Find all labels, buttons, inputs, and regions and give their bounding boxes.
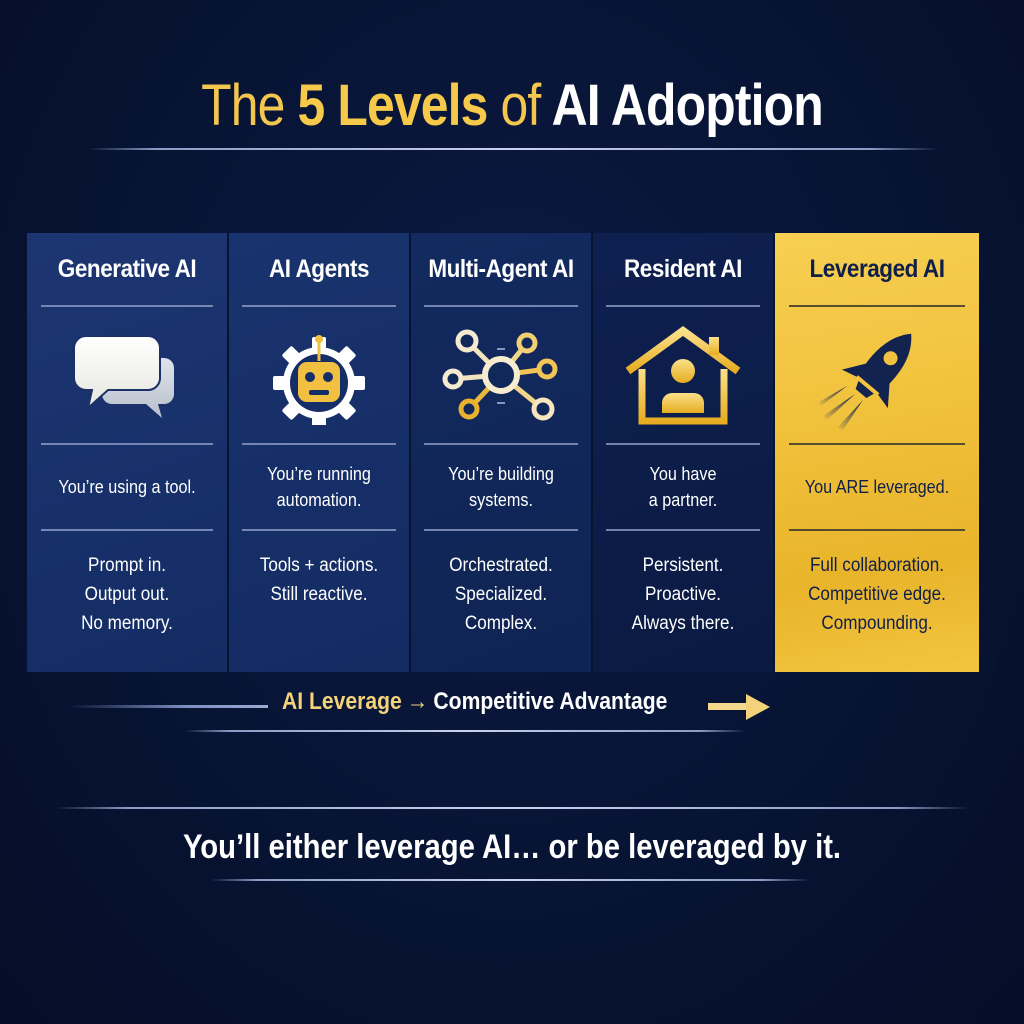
closing-quote: You’ll either leverage AI… or be leverag… <box>182 828 842 866</box>
tagline-text: AI Leverage→Competitive Advantage <box>282 688 667 716</box>
divider <box>241 305 397 307</box>
divider <box>789 305 965 307</box>
tagline-left: AI Leverage <box>282 688 402 715</box>
level-details: Tools + actions. Still reactive. <box>259 555 379 605</box>
tagline-right: Competitive Advantage <box>433 688 668 715</box>
level-card-leveraged-ai: Leveraged AI You ARE leveraged. <box>775 233 979 672</box>
level-title: Resident AI <box>623 254 742 283</box>
divider <box>605 529 761 531</box>
divider <box>241 529 397 531</box>
divider <box>423 443 579 445</box>
house-person-icon <box>593 307 773 443</box>
divider <box>605 305 761 307</box>
divider <box>605 443 761 445</box>
rocket-icon <box>775 307 979 443</box>
level-card-ai-agents: AI Agents <box>229 233 409 672</box>
divider <box>41 305 213 307</box>
levels-grid: Generative AI You’re using a tool. Promp… <box>27 233 997 672</box>
quote-bottom-rule <box>210 879 810 881</box>
level-card-resident-ai: Resident AI You have a partner. Persiste… <box>593 233 773 672</box>
chat-bubbles-icon <box>27 307 227 443</box>
level-title: AI Agents <box>268 254 370 283</box>
title-part-the: The <box>201 73 285 138</box>
divider <box>241 443 397 445</box>
level-details: Orchestrated. Specialized. Complex. <box>449 555 553 634</box>
title-part-ai-adoption: AI Adoption <box>551 73 824 138</box>
level-details: Full collaboration. Competitive edge. Co… <box>808 555 946 634</box>
level-lead: You’re running automation. <box>267 464 371 510</box>
tagline: AI Leverage→Competitive Advantage <box>0 688 1024 720</box>
level-title: Multi-Agent AI <box>428 254 574 283</box>
arrow-right-icon: → <box>407 688 429 715</box>
title-part-of: of <box>500 73 542 138</box>
level-card-multi-agent-ai: Multi-Agent AI <box>411 233 591 672</box>
title-part-levels: 5 Levels <box>297 73 489 138</box>
divider <box>423 305 579 307</box>
divider <box>423 529 579 531</box>
level-details: Persistent. Proactive. Always there. <box>631 555 735 634</box>
tagline-bar <box>68 705 268 708</box>
level-lead: You’re building systems. <box>448 464 554 510</box>
level-details: Prompt in. Output out. No memory. <box>81 555 173 634</box>
divider <box>789 443 965 445</box>
title-divider <box>88 148 938 150</box>
quote-top-rule <box>55 807 970 809</box>
page-title: The 5 Levels of AI Adoption <box>72 72 953 139</box>
level-card-generative-ai: Generative AI You’re using a tool. Promp… <box>27 233 227 672</box>
divider <box>41 529 213 531</box>
divider <box>41 443 213 445</box>
level-title: Generative AI <box>57 254 197 283</box>
tagline-underline <box>185 730 745 732</box>
robot-gear-icon <box>229 307 409 443</box>
big-arrow-right-icon <box>708 694 770 720</box>
network-nodes-icon <box>411 307 591 443</box>
level-lead: You ARE leveraged. <box>804 477 950 497</box>
level-lead: You have a partner. <box>648 464 718 510</box>
divider <box>789 529 965 531</box>
level-lead: You’re using a tool. <box>58 477 196 497</box>
level-title: Leveraged AI <box>809 254 945 283</box>
